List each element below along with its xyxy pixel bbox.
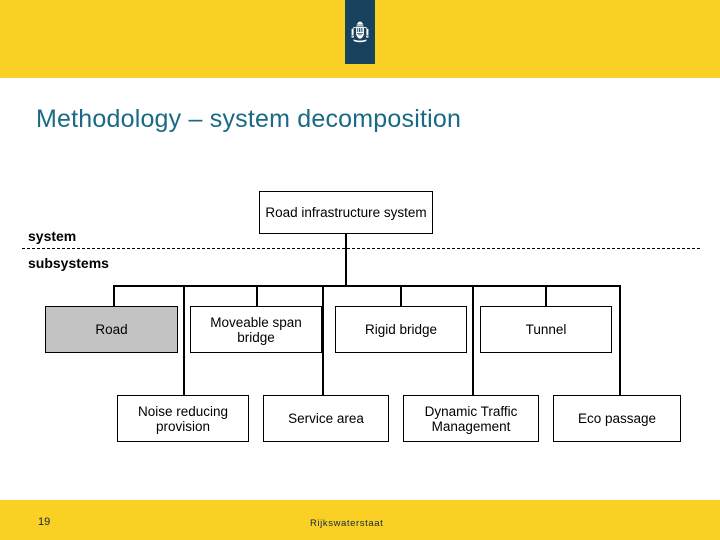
connector-drop-dynamic-traffic-management [472, 285, 474, 395]
page-title: Methodology – system decomposition [36, 105, 462, 133]
connector-drop-eco-passage [619, 285, 621, 395]
connector-drop-rigid-bridge [400, 285, 402, 306]
tier-divider [22, 248, 700, 249]
dutch-government-crest-icon [351, 21, 369, 43]
node-tunnel[interactable]: Tunnel [480, 306, 612, 353]
node-road-infrastructure-system[interactable]: Road infrastructure system [259, 191, 433, 234]
footer-band [0, 500, 720, 540]
connector-drop-service-area [322, 285, 324, 395]
connector-drop-road [113, 285, 115, 306]
node-noise-reducing-provision[interactable]: Noise reducing provision [117, 395, 249, 442]
connector-drop-moveable-span-bridge [256, 285, 258, 306]
node-eco-passage[interactable]: Eco passage [553, 395, 681, 442]
header-band [0, 0, 720, 78]
slide-number: 19 [38, 516, 51, 528]
node-dynamic-traffic-management[interactable]: Dynamic Traffic Management [403, 395, 539, 442]
connector-drop-noise-reducing-provision [183, 285, 185, 395]
connector-drop-tunnel [545, 285, 547, 306]
tier-label-subsystems: subsystems [28, 255, 109, 271]
tier-label-system: system [28, 228, 77, 244]
system-decomposition-diagram: system subsystems Road infrastructure sy… [0, 180, 720, 460]
organization-name: Rijkswaterstaat [310, 518, 384, 529]
connector-bus [113, 285, 620, 287]
node-moveable-span-bridge[interactable]: Moveable span bridge [190, 306, 322, 353]
node-rigid-bridge[interactable]: Rigid bridge [335, 306, 467, 353]
node-service-area[interactable]: Service area [263, 395, 389, 442]
connector-root-trunk [345, 234, 347, 286]
logo-bar [345, 0, 375, 64]
node-road[interactable]: Road [45, 306, 178, 353]
